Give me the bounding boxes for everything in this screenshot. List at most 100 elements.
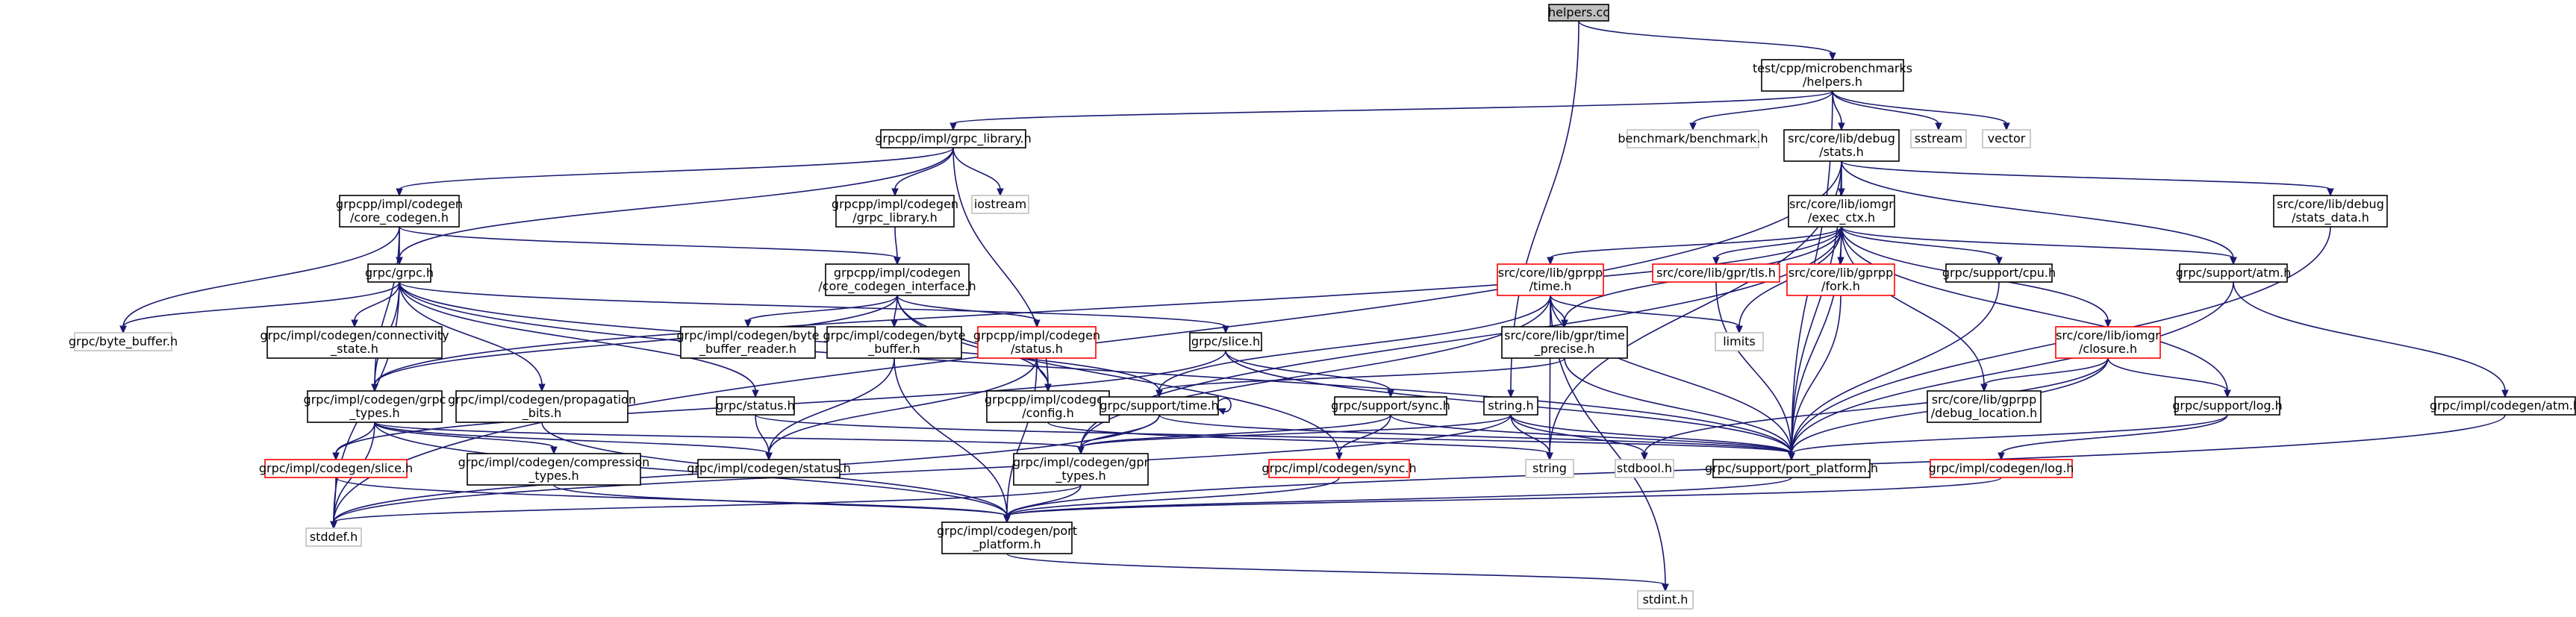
node-gprpp-fork[interactable]: src/core/lib/gprpp/fork.h [1786, 263, 1895, 296]
node-codegen-sync[interactable]: grpc/impl/codegen/sync.h [1262, 459, 1417, 478]
edge-grpc-types-to-compression-types [374, 422, 558, 455]
edge-line [374, 422, 1008, 517]
edge-arrowhead [752, 389, 759, 398]
node-time-precise[interactable]: src/core/lib/gpr/time_precise.h [1501, 326, 1628, 359]
edge-line [1832, 90, 2007, 125]
node-byte-buffer-reader[interactable]: grpc/impl/codegen/byte_buffer_reader.h [677, 326, 820, 359]
node-support-log[interactable]: grpc/support/log.h [2172, 396, 2283, 416]
node-codegen-byte-buffer[interactable]: grpc/impl/codegen/byte_buffer.h [823, 326, 966, 359]
edge-line [1832, 90, 1939, 125]
node-label: /stats.h [1819, 145, 1864, 159]
node-slice-h[interactable]: grpc/slice.h [1189, 332, 1262, 351]
nodes-layer: helpers.cc test/cpp/microbenchmarks/helpe… [69, 4, 2576, 610]
node-core-codegen[interactable]: grpcpp/impl/codegen/core_codegen.h [336, 195, 463, 228]
node-label: stddef.h [310, 530, 358, 544]
node-stats-data[interactable]: src/core/lib/debug/stats_data.h [2273, 195, 2388, 228]
node-helpers-cc[interactable]: helpers.cc [1548, 4, 1609, 22]
node-gpr-types[interactable]: grpc/impl/codegen/gpr_types.h [1013, 453, 1150, 486]
node-grpc-library[interactable]: grpcpp/impl/grpc_library.h [875, 129, 1032, 148]
node-label: grpc/byte_buffer.h [69, 334, 178, 349]
node-string: string [1525, 459, 1574, 478]
node-gprpp-time[interactable]: src/core/lib/gprpp/time.h [1497, 263, 1604, 296]
edge-line [1715, 226, 1842, 259]
node-codegen-port-platform[interactable]: grpc/impl/codegen/port_platform.h [937, 522, 1077, 554]
node-gpr-tls[interactable]: src/core/lib/gpr/tls.h [1652, 263, 1780, 283]
node-codegen-slice[interactable]: grpc/impl/codegen/slice.h [259, 459, 413, 478]
node-string-h[interactable]: string.h [1483, 396, 1538, 416]
node-box [941, 522, 1073, 554]
edge-grpc-h-to-connectivity-state [351, 281, 400, 328]
node-box [1548, 4, 1609, 22]
edge-core-codegen-interface-to-byte-buffer-reader [744, 295, 898, 328]
node-support-sync[interactable]: grpc/support/sync.h [1331, 396, 1450, 416]
edge-gprpp-time-to-time-precise [1550, 295, 1568, 328]
edge-line [1791, 281, 2234, 454]
edge-arrowhead [891, 319, 898, 328]
node-box [1483, 396, 1538, 416]
node-label: /debug_location.h [1931, 406, 2038, 421]
edge-gpr-types-to-codegen-port-platform [1003, 484, 1082, 524]
edge-line [1841, 226, 2000, 259]
node-connectivity-state[interactable]: grpc/impl/codegen/connectivity_state.h [260, 326, 449, 359]
node-codegen-status[interactable]: grpcpp/impl/codegen/status.h [973, 326, 1100, 359]
edge-line [333, 414, 1512, 523]
edge-arrowhead [1507, 389, 1515, 398]
node-label: grpcpp/impl/codegen [834, 266, 961, 280]
node-box [1637, 590, 1694, 610]
node-box [1334, 396, 1447, 416]
node-grpc-h[interactable]: grpc/grpc.h [365, 263, 434, 283]
node-label: grpc/impl/codegen/byte [823, 328, 966, 342]
node-label: grpc/support/cpu.h [1942, 266, 2056, 280]
node-label: grpc/slice.h [1191, 334, 1260, 348]
edge-support-log-to-codegen-log [1998, 414, 2228, 461]
node-codegen-grpc-library[interactable]: grpcpp/impl/codegen/grpc_library.h [832, 195, 958, 228]
node-codegen-config[interactable]: grpcpp/impl/codegen/config.h [985, 390, 1111, 423]
edge-iomgr-closure-to-support-log [2107, 357, 2231, 398]
node-debug-location[interactable]: src/core/lib/gprpp/debug_location.h [1927, 390, 2042, 423]
edge-grpc-library-to-iostream [952, 147, 1004, 197]
node-propagation-bits[interactable]: grpc/impl/codegen/propagation_bits.h [448, 390, 636, 423]
node-box [697, 459, 841, 478]
edge-line [1006, 477, 2002, 517]
node-support-time[interactable]: grpc/support/time.h [1100, 396, 1219, 416]
node-status-h[interactable]: grpc/status.h [716, 396, 795, 416]
node-exec-ctx[interactable]: src/core/lib/iomgr/exec_ctx.h [1788, 195, 1895, 228]
node-label: _buffer_reader.h [699, 342, 796, 357]
node-grpc-types[interactable]: grpc/impl/codegen/grpc_types.h [304, 390, 446, 423]
node-sstream: sstream [1910, 129, 1967, 148]
edge-line [1006, 477, 1340, 517]
node-core-codegen-interface[interactable]: grpcpp/impl/codegen/core_codegen_interfa… [818, 263, 976, 296]
node-label: _state.h [330, 342, 378, 357]
edge-line [374, 422, 1082, 448]
edge-exec-ctx-to-gprpp-time [1547, 226, 1842, 266]
edge-line [1841, 160, 2234, 259]
node-port-platform[interactable]: grpc/support/port_platform.h [1705, 459, 1878, 478]
node-support-atm[interactable]: grpc/support/atm.h [2176, 263, 2292, 283]
node-impl-codegen-status[interactable]: grpc/impl/codegen/status.h [687, 459, 851, 478]
edge-time-precise-to-port-platform [1564, 357, 1795, 461]
node-box [680, 326, 816, 359]
edge-line [1080, 414, 1391, 448]
edge-gprpp-time-to-limits [1550, 295, 1743, 334]
node-label: /fork.h [1821, 279, 1860, 293]
edge-arrowhead [2230, 257, 2237, 266]
edge-arrowhead [538, 383, 546, 392]
node-codegen-log[interactable]: grpc/impl/codegen/log.h [1929, 459, 2074, 478]
edge-arrowhead [2327, 188, 2334, 197]
node-box [835, 195, 955, 228]
node-support-cpu[interactable]: grpc/support/cpu.h [1942, 263, 2056, 283]
node-test-helpers[interactable]: test/cpp/microbenchmarks/helpers.h [1753, 59, 1912, 92]
edge-line [1550, 226, 1842, 259]
node-label: _buffer.h [867, 342, 920, 357]
node-box [266, 326, 443, 359]
node-stats[interactable]: src/core/lib/debug/stats.h [1783, 129, 1900, 162]
node-codegen-atm[interactable]: grpc/impl/codegen/atm.h [2430, 396, 2576, 416]
node-iomgr-closure[interactable]: src/core/lib/iomgr/closure.h [2055, 326, 2161, 359]
edge-gpr-tls-to-port-platform [1715, 281, 1795, 461]
node-compression-types[interactable]: grpc/impl/codegen/compression_types.h [458, 453, 650, 486]
node-label: /time.h [1529, 279, 1572, 293]
edges-layer [119, 20, 2509, 592]
node-box [971, 195, 1029, 214]
node-label: iostream [974, 197, 1026, 211]
